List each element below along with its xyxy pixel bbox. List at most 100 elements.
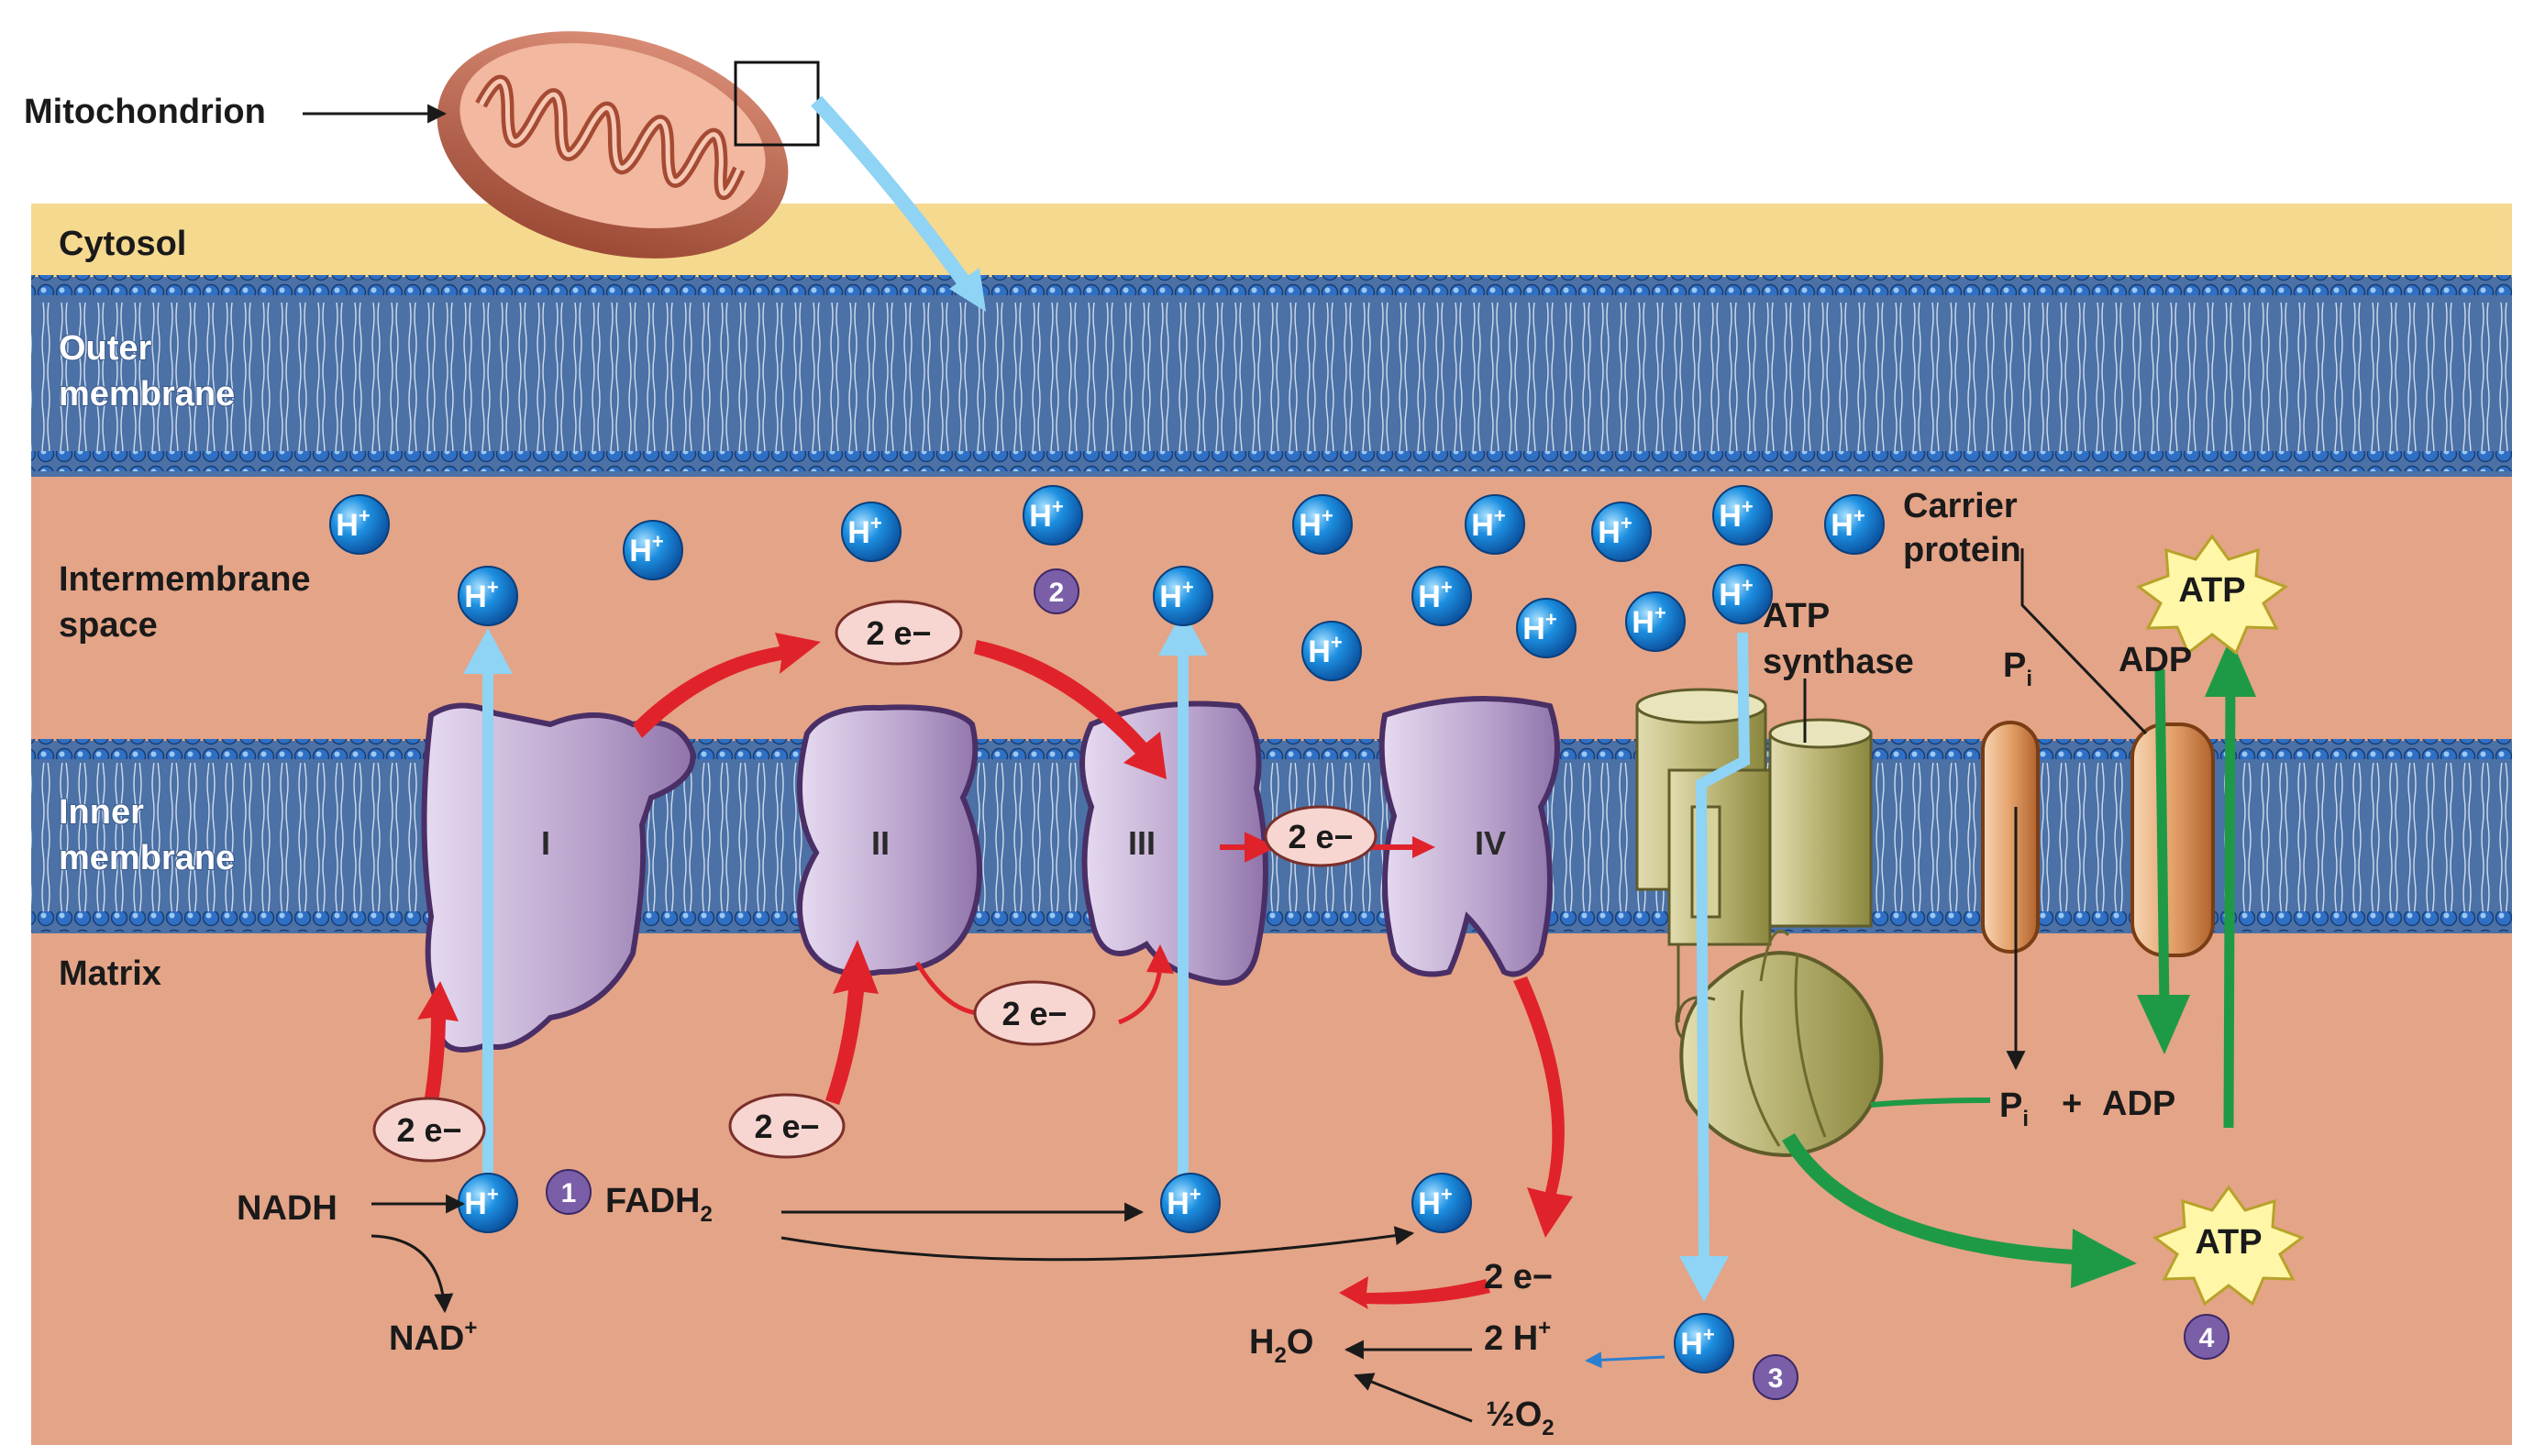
electron-pair-3: 2 e− <box>1264 805 1378 867</box>
hydrogen-ion: H+ <box>1292 494 1353 555</box>
hydrogen-ion: H+ <box>1301 621 1362 681</box>
label-adp-top: ADP <box>2119 641 2192 679</box>
svg-text:H+: H+ <box>1167 1183 1201 1221</box>
hydrogen-ion: H+ <box>1674 1313 1734 1373</box>
hydrogen-ion: H+ <box>1824 494 1885 555</box>
electron-pair-1: 2 e− <box>372 1097 486 1163</box>
label-carrier-2: protein <box>1903 531 2021 569</box>
svg-text:III: III <box>1128 824 1156 862</box>
outer-membrane <box>31 275 2512 477</box>
svg-text:2 e−: 2 e− <box>1001 995 1067 1032</box>
hydrogen-ion-charge: + <box>1190 1183 1201 1206</box>
svg-text:H+: H+ <box>1471 504 1505 543</box>
label-intermembrane-1: Intermembrane <box>59 560 311 599</box>
hydrogen-ion-charge: + <box>1441 1183 1453 1206</box>
hydrogen-ion-label: H <box>1598 515 1621 550</box>
svg-text:H+: H+ <box>1418 576 1452 614</box>
label-intermembrane-2: space <box>59 606 158 645</box>
hydrogen-ion-charge: + <box>1331 631 1343 654</box>
label-nad: NAD+ <box>389 1316 477 1358</box>
electron-flow-arrows <box>417 633 1573 1309</box>
svg-text:2 e−: 2 e− <box>754 1108 819 1145</box>
step-2-badge: 2 <box>1034 568 1079 614</box>
label-pi-top: Pi <box>2003 646 2032 691</box>
hydrogen-ion-charge: + <box>1742 574 1754 597</box>
hydrogen-ion-label: H <box>1029 499 1052 534</box>
svg-text:2 e−: 2 e− <box>866 614 931 652</box>
hydrogen-ion-charge: + <box>1654 601 1666 624</box>
hydrogen-ion: H+ <box>1625 591 1686 652</box>
hydrogen-ion-label: H <box>1471 508 1494 543</box>
carrier-pointer <box>2020 548 2148 735</box>
hydrogen-ion: H+ <box>1712 564 1773 624</box>
label-outer-membrane-2: membrane <box>59 375 235 414</box>
hydrogen-ion-label: H <box>336 508 359 543</box>
hydrogen-ion-charge: + <box>487 576 499 599</box>
hydrogen-ion-charge: + <box>359 504 371 527</box>
svg-text:H+: H+ <box>1719 574 1753 612</box>
hydrogen-ion: H+ <box>1411 1173 1472 1233</box>
hydrogen-ion-charge: + <box>870 512 882 535</box>
complex-iv: IV <box>1378 696 1560 977</box>
hydrogen-ion-label: H <box>1831 508 1854 543</box>
hydrogen-ion-label: H <box>1680 1327 1703 1362</box>
svg-text:IV: IV <box>1475 824 1506 862</box>
label-2h: 2 H+ <box>1484 1316 1551 1358</box>
svg-text:H+: H+ <box>464 576 498 614</box>
label-inner-membrane-2: membrane <box>59 839 235 877</box>
label-half-o2: ½O2 <box>1486 1395 1555 1440</box>
hydrogen-ion-label: H <box>1159 579 1182 614</box>
step-1-badge: 1 <box>546 1169 592 1215</box>
svg-text:2: 2 <box>1049 578 1065 608</box>
mitochondrion-illustration <box>437 31 789 259</box>
hydrogen-ion-charge: + <box>1182 576 1194 599</box>
label-electrons-water: 2 e− <box>1484 1258 1553 1296</box>
label-h2o: H2O <box>1249 1323 1313 1368</box>
complex-ii: II <box>797 704 982 976</box>
hydrogen-ion: H+ <box>841 502 902 562</box>
hydrogen-ion: H+ <box>1160 1173 1221 1233</box>
hydrogen-ion-charge: + <box>652 530 664 553</box>
hydrogen-ion: H+ <box>1153 566 1213 626</box>
complex-iii: III <box>1079 700 1268 986</box>
phosphate-transporter <box>1981 721 2040 954</box>
label-outer-membrane-1: Outer <box>59 329 152 368</box>
svg-text:H+: H+ <box>1029 495 1063 534</box>
svg-text:3: 3 <box>1768 1363 1784 1394</box>
hydrogen-ion-label: H <box>1418 579 1441 614</box>
hydrogen-ion-label: H <box>1308 634 1331 669</box>
svg-text:2 e−: 2 e− <box>1288 818 1353 855</box>
step-3-badge: 3 <box>1753 1354 1798 1400</box>
svg-text:H+: H+ <box>629 530 663 568</box>
svg-text:ATP: ATP <box>2178 571 2245 610</box>
hydrogen-ion-charge: + <box>1322 504 1333 527</box>
hydrogen-ion-charge: + <box>1545 608 1557 631</box>
hydrogen-ion-charge: + <box>1742 495 1754 518</box>
label-matrix: Matrix <box>59 954 161 993</box>
label-adp-bottom: ADP <box>2102 1085 2175 1123</box>
hydrogen-ion-label: H <box>1719 499 1742 534</box>
atp-burst-top: ATP <box>2135 534 2289 656</box>
hydrogen-ion: H+ <box>1591 502 1652 562</box>
svg-text:ATP: ATP <box>2195 1223 2262 1262</box>
atp-burst-bottom: ATP <box>2152 1185 2306 1307</box>
hydrogen-ion: H+ <box>1023 485 1083 546</box>
electron-pair-5: 2 e− <box>728 1093 846 1159</box>
svg-text:H+: H+ <box>1831 504 1865 543</box>
label-cytosol: Cytosol <box>59 225 186 263</box>
label-mitochondrion: Mitochondrion <box>24 93 266 131</box>
svg-text:H+: H+ <box>1680 1323 1714 1362</box>
synthase-proton-channel <box>1695 632 1751 1266</box>
hydrogen-ion: H+ <box>1516 598 1577 658</box>
hydrogen-ions: H+H+H+H+H+H+H+H+H+H+H+H+H+H+H+H+H+H+H+H+ <box>329 485 1885 1373</box>
hydrogen-ion-label: H <box>1632 605 1654 640</box>
intermembrane-space <box>31 477 2512 1445</box>
label-fadh2: FADH2 <box>605 1182 713 1227</box>
svg-text:H+: H+ <box>1522 608 1556 646</box>
svg-text:4: 4 <box>2199 1323 2215 1353</box>
svg-text:H+: H+ <box>1598 512 1632 550</box>
hydrogen-ion-label: H <box>1299 508 1322 543</box>
matrix-arrows <box>371 807 2026 1423</box>
label-inner-membrane-1: Inner <box>59 793 144 832</box>
